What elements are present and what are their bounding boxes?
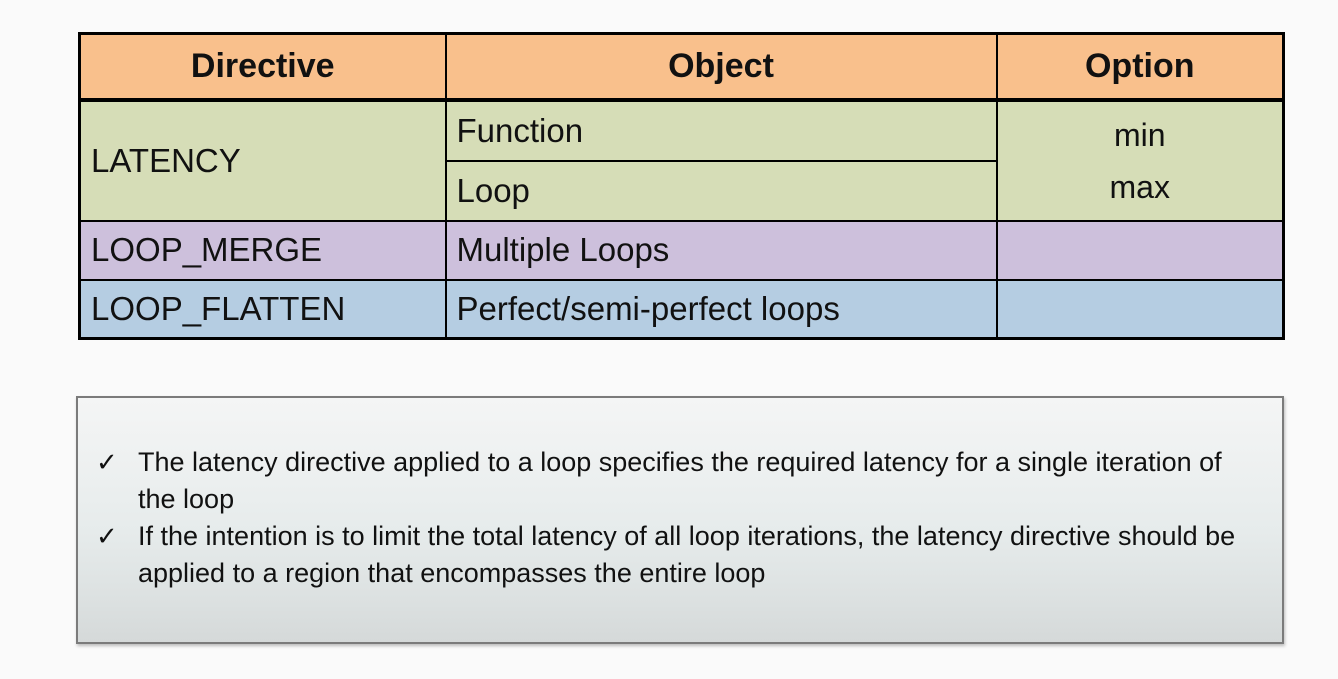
cell-latency-directive: LATENCY	[78, 98, 447, 222]
cell-loop-flatten-object: Perfect/semi-perfect loops	[444, 278, 998, 340]
note-text-1: The latency directive applied to a loop …	[138, 447, 1222, 514]
table-row-loop-merge: LOOP_MERGE Multiple Loops	[78, 219, 1285, 281]
cell-loop-merge-directive: LOOP_MERGE	[78, 219, 447, 281]
checkmark-icon: ✓	[96, 447, 118, 477]
directives-table: Directive Object Option LATENCY Function…	[78, 32, 1285, 340]
table-header-row: Directive Object Option	[78, 32, 1285, 102]
notes-panel: ✓ The latency directive applied to a loo…	[76, 396, 1284, 644]
cell-latency-object-function: Function	[444, 98, 998, 162]
table-row-latency-function: LATENCY Function min max	[78, 98, 1285, 222]
cell-loop-flatten-directive: LOOP_FLATTEN	[78, 278, 447, 340]
cell-loop-merge-option	[995, 219, 1285, 281]
column-header-directive: Directive	[78, 32, 447, 102]
cell-loop-merge-object: Multiple Loops	[444, 219, 998, 281]
note-text-2: If the intention is to limit the total l…	[138, 521, 1236, 588]
checkmark-icon: ✓	[96, 521, 118, 551]
note-item-1: ✓ The latency directive applied to a loo…	[94, 444, 1256, 518]
cell-latency-options: min max	[995, 98, 1285, 222]
option-min: min	[1113, 116, 1166, 153]
cell-latency-object-loop: Loop	[444, 159, 998, 222]
table-row-loop-flatten: LOOP_FLATTEN Perfect/semi-perfect loops	[78, 278, 1285, 340]
option-max: max	[1109, 168, 1170, 205]
note-item-2: ✓ If the intention is to limit the total…	[94, 518, 1256, 592]
column-header-option: Option	[995, 32, 1285, 102]
cell-loop-flatten-option	[995, 278, 1285, 340]
column-header-object: Object	[444, 32, 998, 102]
table-row-latency-loop: Loop	[80, 159, 1284, 222]
